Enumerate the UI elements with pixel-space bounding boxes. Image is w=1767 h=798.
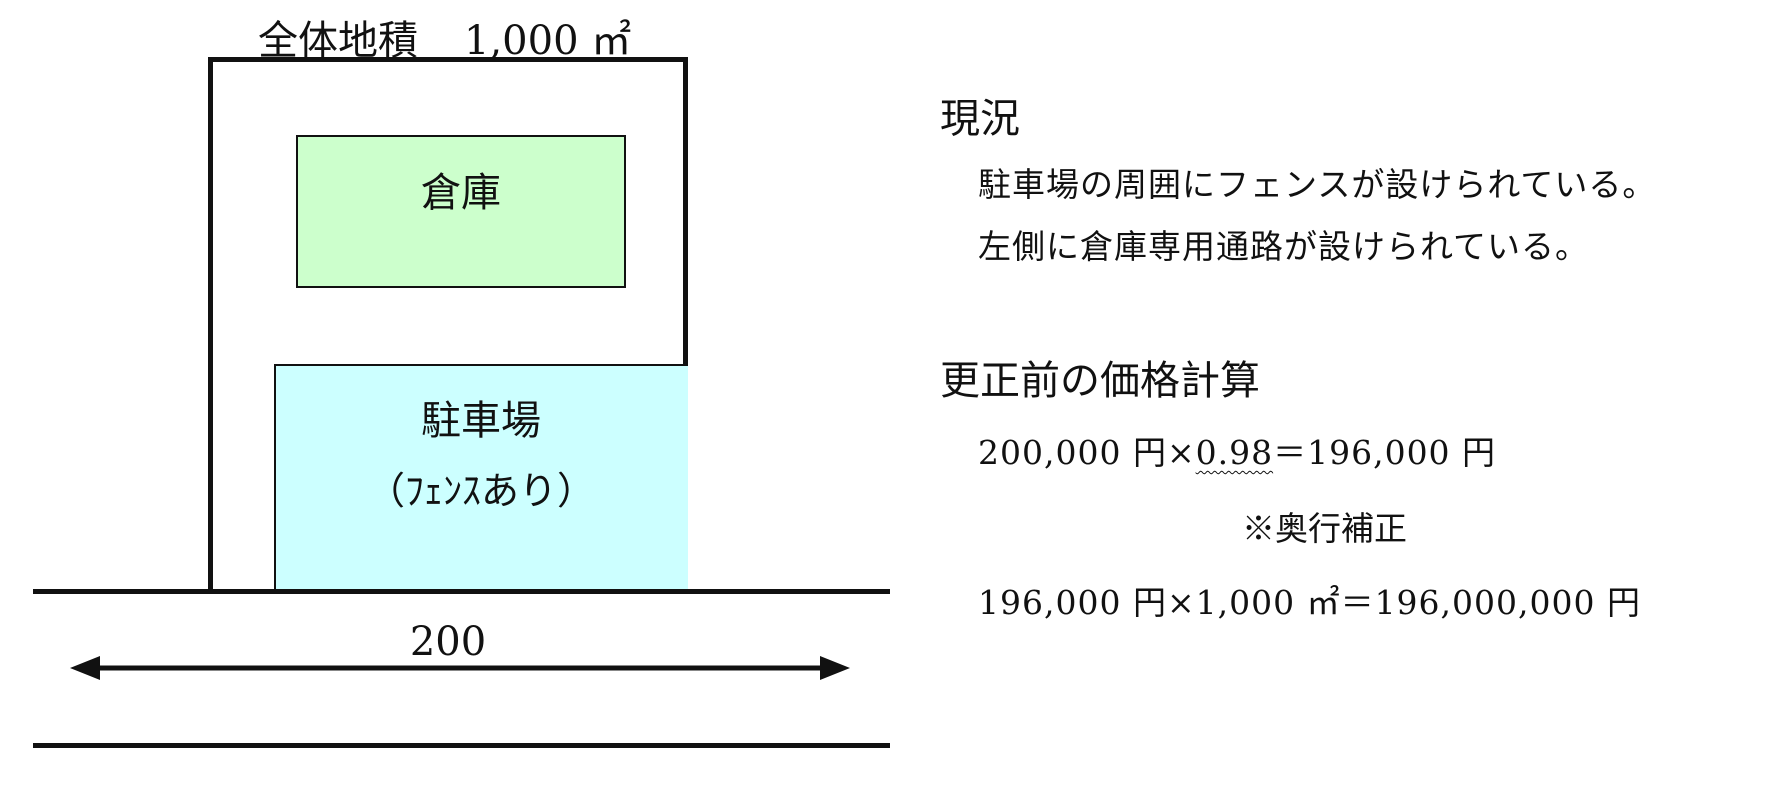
depth-correction-note: ※奥行補正 <box>1242 509 1407 548</box>
total-area-title: 全体地積 1,000 ㎡ <box>258 8 631 66</box>
frontage-label: 200 <box>388 620 508 664</box>
current-status-heading: 現況 <box>940 96 1020 142</box>
current-status-line-1: 駐車場の周囲にフェンスが設けられている。 <box>978 165 1657 204</box>
current-status-line-2: 左側に倉庫専用通路が設けられている。 <box>978 227 1590 266</box>
total-area-label: 全体地積 <box>258 18 418 64</box>
parking-sub-label: （ﾌｪﾝｽあり） <box>366 469 595 513</box>
calculation-line-2: 196,000 円×1,000 ㎡＝196,000,000 円 <box>978 583 1641 622</box>
calculation-heading: 更正前の価格計算 <box>940 358 1260 404</box>
warehouse-block <box>296 135 626 288</box>
calculation-line-1-prefix: 200,000 円× <box>978 433 1196 472</box>
total-area-value: 1,000 ㎡ <box>464 18 632 64</box>
calculation-line-1: 200,000 円×0.98＝196,000 円 <box>978 426 1496 474</box>
warehouse-label: 倉庫 <box>421 170 501 216</box>
parking-block <box>274 364 688 592</box>
calculation-line-1-suffix: ＝196,000 円 <box>1273 433 1497 472</box>
frontage-arrow <box>70 656 850 680</box>
description-panel: 現況 駐車場の周囲にフェンスが設けられている。 左側に倉庫専用通路が設けられてい… <box>940 0 1740 798</box>
parking-label: 駐車場 <box>421 398 541 444</box>
depth-factor: 0.98 <box>1195 433 1274 472</box>
road-upper-edge <box>33 589 890 594</box>
site-diagram: 全体地積 1,000 ㎡ 倉庫 駐車場 （ﾌｪﾝｽあり） 200 <box>33 8 890 748</box>
road-lower-edge <box>33 743 890 748</box>
